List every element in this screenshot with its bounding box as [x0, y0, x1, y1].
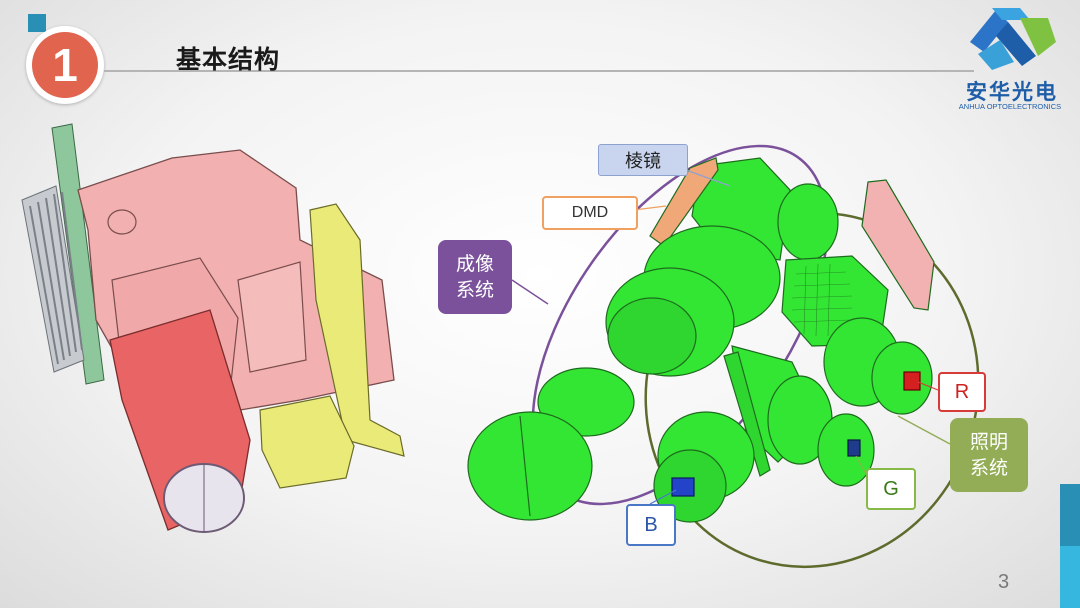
section-number: 1 [32, 32, 98, 98]
page-number: 3 [998, 571, 1010, 593]
corner-accent-square [28, 14, 46, 32]
page-title: 基本结构 [176, 45, 281, 74]
red-channel-label: R [938, 372, 986, 412]
logo-mark-icon [970, 8, 1056, 70]
green-channel-label: G [866, 468, 916, 510]
title-underline [104, 70, 974, 72]
illumination-system-label: 照明 系统 [950, 418, 1028, 492]
prism-label: 棱镜 [598, 144, 688, 176]
lens-group [467, 157, 935, 523]
company-logo: 安华光电 ANHUA OPTOELECTRONICS [948, 0, 1072, 116]
blue-channel-label: B [626, 504, 676, 546]
logo-text-cn: 安华光电 [966, 80, 1058, 104]
red-led-chip [903, 371, 921, 391]
green-led-chip [847, 439, 861, 457]
assembled-engine-image [21, 123, 405, 533]
blue-led-chip [671, 477, 695, 497]
imaging-system-label: 成像 系统 [438, 240, 512, 314]
dmd-label: DMD [542, 196, 638, 230]
logo-text-en: ANHUA OPTOELECTRONICS [958, 102, 1062, 111]
section-number-badge: 1 [26, 26, 104, 104]
